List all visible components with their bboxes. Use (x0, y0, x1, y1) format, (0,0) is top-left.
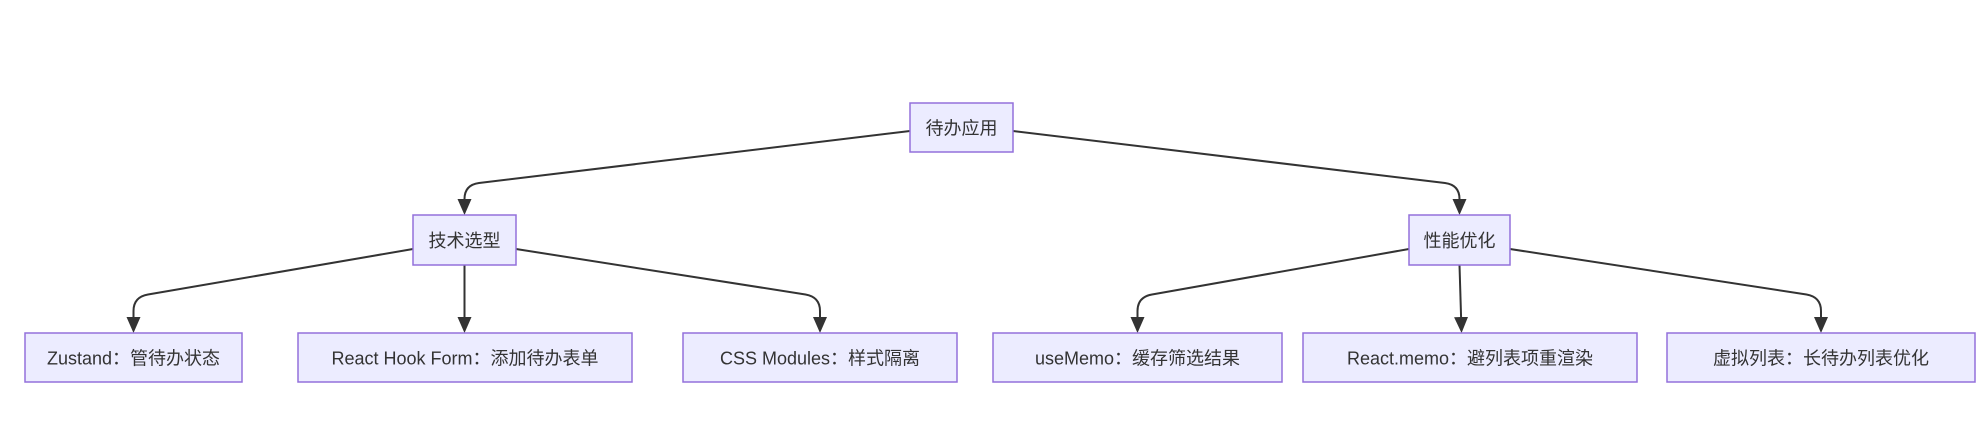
node-react-memo-label: React.memo：避列表项重渲染 (1347, 349, 1593, 369)
node-zustand-label: Zustand：管待办状态 (47, 349, 220, 369)
node-virtual-list-box (1666, 332, 1976, 383)
node-css-modules-label: CSS Modules：样式隔离 (720, 349, 920, 369)
node-css-modules-box (682, 332, 958, 383)
edge-root-perf (1012, 130, 1467, 215)
diagram-edges (126, 130, 1828, 333)
node-usememo-box (992, 332, 1283, 383)
node-zustand-box (24, 332, 243, 383)
node-perf-box (1408, 214, 1511, 266)
node-usememo-label: useMemo：缓存筛选结果 (1035, 349, 1240, 369)
node-perf: 性能优化 (1408, 214, 1511, 266)
edge-root-tech (457, 130, 911, 215)
node-react-hook-form-label: React Hook Form：添加待办表单 (331, 349, 598, 369)
node-perf-label: 性能优化 (1424, 231, 1496, 251)
node-react-memo: React.memo：避列表项重渲染 (1302, 332, 1638, 383)
edge-tech-cssmodules (515, 248, 827, 333)
node-usememo: useMemo：缓存筛选结果 (992, 332, 1283, 383)
node-zustand: Zustand：管待办状态 (24, 332, 243, 383)
node-react-memo-box (1302, 332, 1638, 383)
node-virtual-list-label: 虚拟列表：长待办列表优化 (1713, 349, 1929, 369)
node-css-modules: CSS Modules：样式隔离 (682, 332, 958, 383)
edge-perf-usememo (1130, 248, 1410, 333)
node-virtual-list: 虚拟列表：长待办列表优化 (1666, 332, 1976, 383)
node-react-hook-form-box (297, 332, 633, 383)
edge-tech-zustand (126, 248, 414, 333)
node-tech-box (412, 214, 517, 266)
node-root: 待办应用 (909, 102, 1014, 153)
node-tech: 技术选型 (412, 214, 517, 266)
edge-perf-reactmemo (1454, 264, 1469, 333)
edge-perf-vlist (1509, 248, 1828, 333)
node-root-box (909, 102, 1014, 153)
node-react-hook-form: React Hook Form：添加待办表单 (297, 332, 633, 383)
node-root-label: 待办应用 (926, 119, 998, 139)
node-tech-label: 技术选型 (429, 231, 501, 251)
